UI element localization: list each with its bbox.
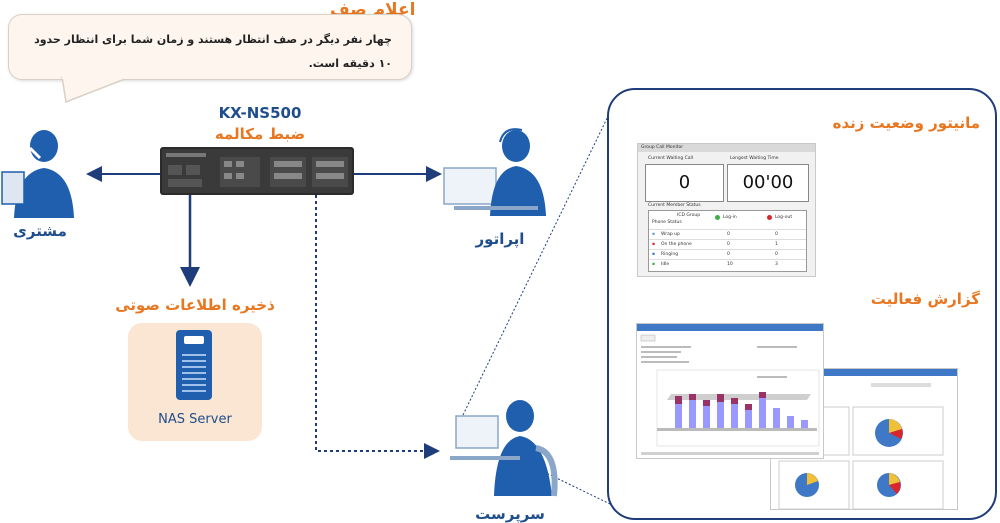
current-waiting-label: Current Waiting Call (648, 156, 694, 161)
supervisor-label: سرپرست (475, 505, 545, 523)
ringing-icon: ▪ (652, 252, 656, 257)
speech-bubble-tail (61, 76, 132, 104)
table-row: ▪ Ringing 0 0 (649, 249, 806, 259)
report-window-titlebar (771, 369, 957, 376)
on-phone-icon: ▪ (652, 242, 656, 247)
nas-server-label: NAS Server (158, 412, 232, 427)
report-window-bar (636, 323, 824, 459)
current-waiting-value: 0 (645, 164, 724, 202)
col-phone-status: Phone Status (652, 220, 682, 225)
speech-bubble (8, 14, 412, 80)
logout-status-icon (767, 215, 772, 220)
col-logout: Log-out (775, 215, 793, 220)
customer-label: مشتری (13, 222, 67, 240)
longest-waiting-label: Longest Waiting Time (730, 156, 779, 161)
bar-chart-thumbnail (640, 334, 820, 455)
member-status-table: ICD Group Phone Status Log-in Log-out ▪ … (648, 210, 807, 272)
table-row: ▪ Wrap up 0 0 (649, 229, 806, 239)
login-status-icon (715, 215, 720, 220)
table-row: ▪ On the phone 0 1 (649, 239, 806, 249)
device-function-label: ضبط مکالمه (214, 125, 306, 143)
col-icd-group: ICD Group (677, 213, 701, 218)
group-call-monitor: Group Call Monitor Current Waiting Call … (637, 143, 816, 277)
idle-icon: ▪ (652, 262, 656, 267)
customer-person-icon (1, 130, 74, 218)
device-model-label: KX-NS500 (218, 104, 302, 122)
pie-charts-thumbnail (778, 383, 944, 509)
monitor-header: Group Call Monitor (638, 144, 815, 152)
table-row: ▪ Idle 10 3 (649, 259, 806, 269)
pbx-device-icon (160, 147, 354, 195)
report-window-titlebar (637, 324, 823, 331)
member-status-label: Current Member Status (648, 203, 701, 208)
operator-person-icon (443, 128, 546, 216)
nas-server-icon (176, 330, 212, 400)
longest-waiting-value: 00'00 (727, 164, 809, 202)
operator-label: اپراتور (475, 230, 525, 248)
live-monitor-title: مانیتور وضعیت زنده (832, 114, 980, 132)
storage-label: ذخیره اطلاعات صوتی (115, 296, 275, 314)
supervisor-person-icon (450, 400, 558, 497)
wrap-up-icon: ▪ (652, 232, 656, 237)
dashed-arrow-to-supervisor (315, 195, 440, 459)
queue-announcement-text: چهار نفر دیگر در صف انتظار هستند و زمان … (34, 33, 392, 70)
col-login: Log-in (723, 215, 737, 220)
activity-report-title: گزارش فعالیت (870, 290, 980, 308)
zoom-line-top (462, 107, 613, 416)
